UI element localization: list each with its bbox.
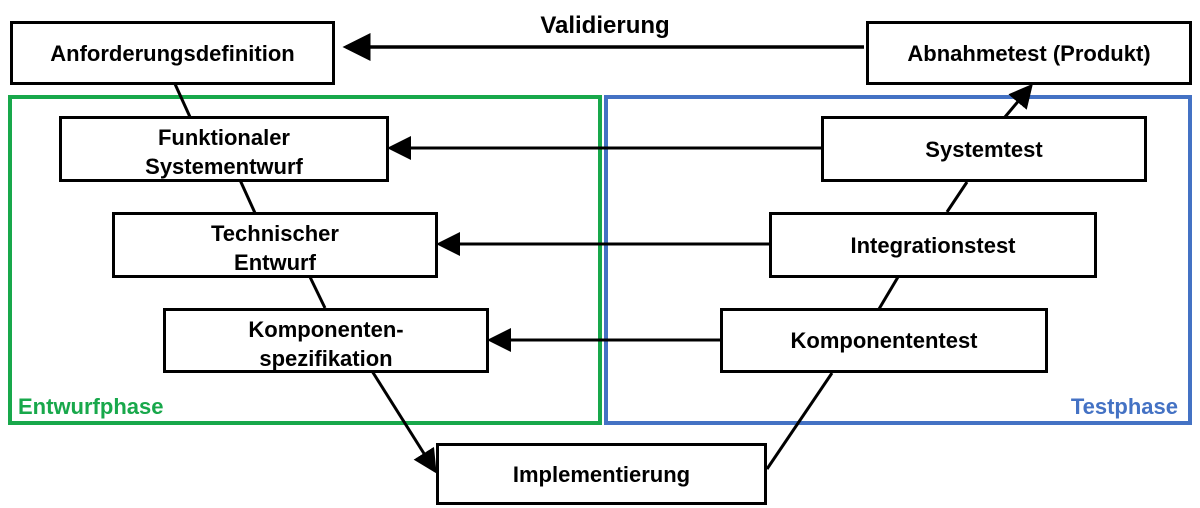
- box-functional-design-label: Funktionaler Systementwurf: [145, 125, 303, 179]
- box-technical-design: Technischer Entwurf: [112, 212, 438, 278]
- connector-componenttest-integration: [877, 276, 900, 310]
- box-component-test-label: Komponententest: [790, 328, 978, 353]
- box-requirements-label: Anforderungsdefinition: [50, 40, 295, 66]
- test-phase-label: Testphase: [1070, 394, 1178, 419]
- box-component-spec: Komponenten- spezifikation: [163, 308, 489, 373]
- design-phase-label: Entwurfphase: [18, 394, 164, 419]
- connector-componentspec-implementation: [370, 370, 437, 474]
- box-functional-design: Funktionaler Systementwurf: [59, 116, 389, 182]
- box-component-spec-label: Komponenten- spezifikation: [248, 317, 404, 371]
- connector-technical-componentspec: [308, 276, 327, 309]
- connector-integration-system: [945, 181, 969, 213]
- box-component-test: Komponententest: [720, 308, 1048, 373]
- box-system-test-label: Systemtest: [925, 136, 1043, 162]
- box-requirements: Anforderungsdefinition: [10, 21, 335, 85]
- validation-label: Validierung: [540, 12, 670, 39]
- connector-requirements-functional: [173, 83, 192, 118]
- box-implementation: Implementierung: [436, 443, 767, 505]
- box-acceptance-test: Abnahmetest (Produkt): [866, 21, 1192, 85]
- connector-implementation-componenttest: [765, 372, 834, 470]
- box-system-test: Systemtest: [821, 116, 1147, 182]
- connector-system-acceptance: [1003, 83, 1033, 118]
- box-implementation-label: Implementierung: [512, 461, 691, 487]
- test-phase-frame: [604, 95, 1192, 425]
- box-integration-test-label: Integrationstest: [850, 232, 1016, 258]
- connector-functional-technical: [238, 179, 257, 214]
- box-integration-test: Integrationstest: [769, 212, 1097, 278]
- box-acceptance-test-label: Abnahmetest (Produkt): [907, 40, 1151, 66]
- design-phase-frame: [8, 95, 602, 425]
- box-technical-design-label: Technischer Entwurf: [211, 221, 339, 275]
